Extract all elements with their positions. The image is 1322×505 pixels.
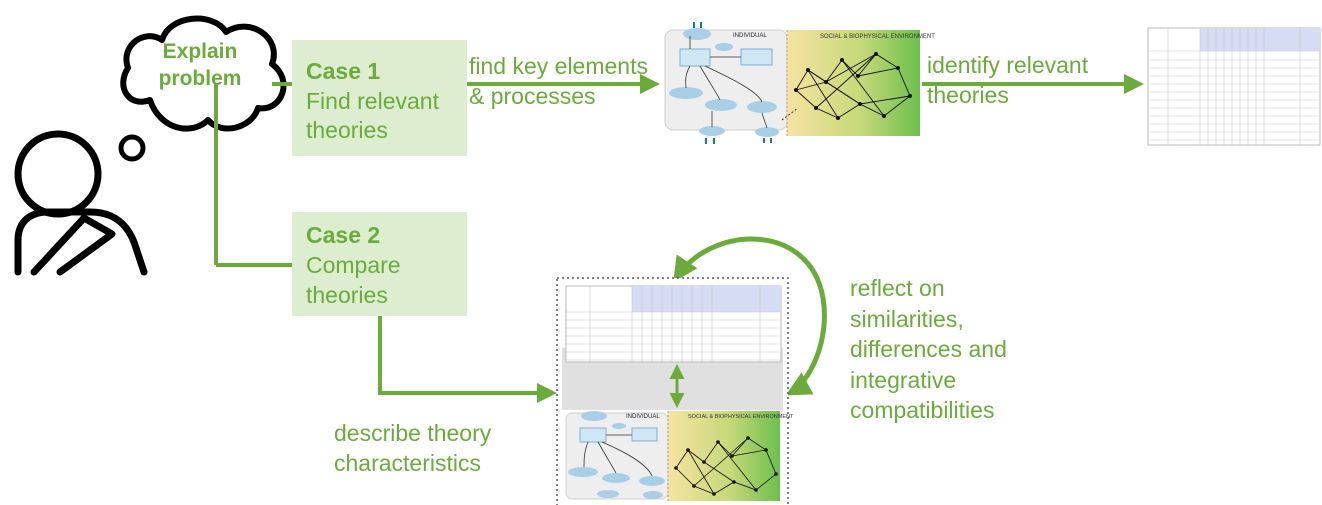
label-identify-line-1: identify relevant [927, 52, 1089, 78]
case1-line-1: Find relevant [306, 88, 439, 114]
label-describe-line-1: describe theory [334, 420, 492, 446]
label-identify-relevant: identify relevant theories [927, 50, 1088, 110]
label-find-key-elements-line-1: find key elements [469, 53, 648, 79]
model-thumbnail-top [664, 22, 920, 144]
thought-line-2: problem [158, 67, 242, 90]
label-describe-theory: describe theory characteristics [334, 418, 491, 478]
label-reflect-line-2: similarities, [850, 305, 964, 332]
model-top-individual-label: INDIVIDUAL [733, 33, 767, 39]
thinking-person-icon [14, 130, 148, 276]
model-bottom-individual-label: INDIVIDUAL [626, 414, 660, 420]
comparison-panel [556, 277, 789, 505]
model-bottom-environment-label: SOCIAL & BIOPHYSICAL ENVIRONMENT [688, 414, 794, 420]
arrow-case2-to-comparison [378, 300, 557, 403]
thought-line-1: Explain [162, 40, 238, 63]
case2-box: Case 2 Compare theories [292, 212, 467, 316]
label-reflect-line-5: compatibilities [850, 397, 995, 423]
case2-line-1: Compare [306, 252, 401, 278]
thought-text: Explain problem [140, 38, 260, 92]
label-describe-line-2: characteristics [334, 450, 481, 476]
model-top-environment-label: SOCIAL & BIOPHYSICAL ENVIRONMENT [820, 34, 935, 40]
reflect-loop-arrow [673, 236, 827, 396]
case2-title: Case 2 [306, 222, 381, 248]
label-reflect-line-1: reflect on [850, 275, 945, 301]
label-find-key-elements-line-2: & processes [469, 83, 596, 109]
main-connectors [214, 82, 292, 267]
thought-cloud-icon [118, 15, 287, 162]
case1-title: Case 1 [306, 58, 381, 84]
case2-line-2: theories [306, 282, 388, 308]
label-reflect-line-3: differences and [850, 336, 1007, 362]
label-reflect-line-4: integrative [850, 366, 957, 393]
label-find-key-elements: find key elements & processes [469, 51, 648, 111]
table-thumbnail-top [1147, 27, 1321, 146]
label-reflect: reflect on similarities, differences and… [850, 273, 1007, 426]
label-identify-line-2: theories [927, 82, 1009, 108]
case1-box: Case 1 Find relevant theories [292, 40, 467, 156]
case1-line-2: theories [306, 117, 388, 143]
